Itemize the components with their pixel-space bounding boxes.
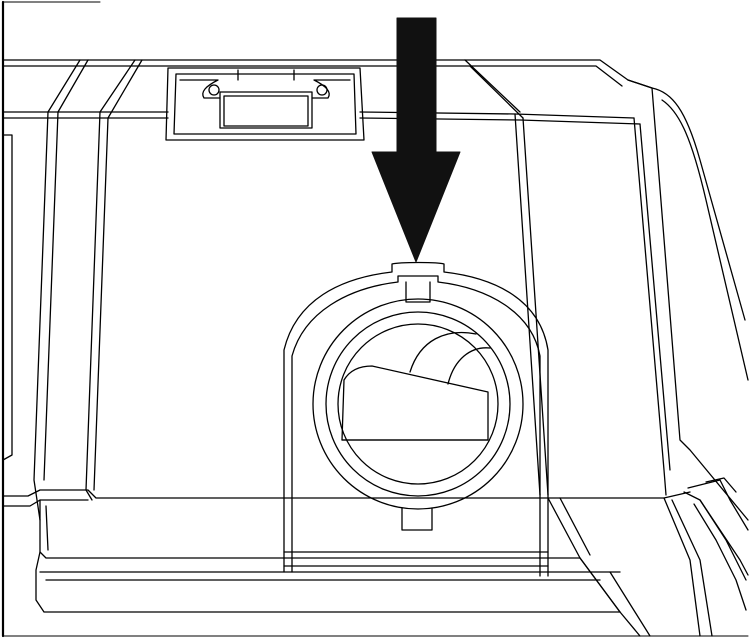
housing-left-side bbox=[2, 59, 143, 521]
circular-port-mount bbox=[283, 261, 549, 577]
housing-base bbox=[2, 477, 749, 637]
top-latch bbox=[165, 67, 365, 141]
housing-right-side bbox=[514, 79, 749, 521]
down-arrow-icon bbox=[371, 17, 461, 263]
circular-port bbox=[312, 298, 524, 531]
